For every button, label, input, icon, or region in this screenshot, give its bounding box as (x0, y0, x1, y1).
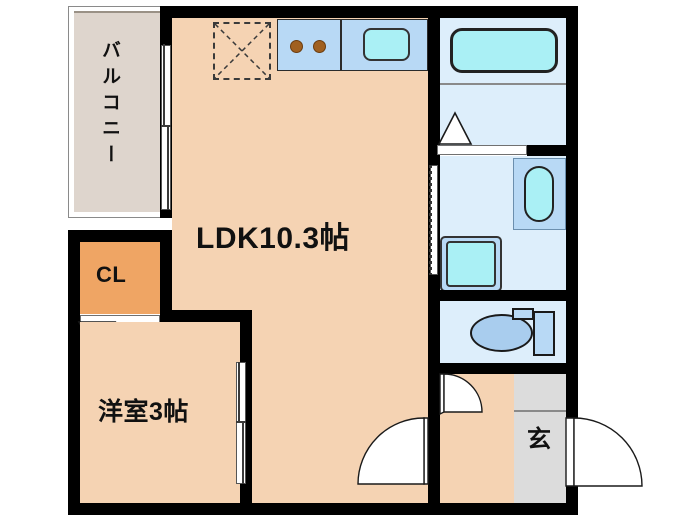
wall-left-lower (68, 230, 80, 515)
wall-closet-top (68, 230, 172, 242)
room-closet (80, 242, 160, 314)
bedroom-label: 洋室3帖 (98, 398, 189, 426)
balcony-sliding-door-rail-2 (167, 126, 169, 210)
closet-label: CL (96, 262, 127, 287)
bathroom-tub-divider (440, 83, 566, 85)
stove-burner-right (313, 40, 326, 53)
bedroom-sliding-door-mid (236, 421, 246, 423)
entrance-door[interactable] (565, 417, 658, 490)
kitchen-stove-counter (277, 19, 341, 71)
wall-right (566, 6, 578, 388)
balcony-outline-left (68, 6, 69, 218)
appliance-space-icon (213, 22, 271, 80)
balcony-rail-1 (74, 11, 160, 13)
bathroom-door-opening (437, 145, 527, 155)
room-balcony (74, 12, 160, 212)
hall-door-to-washroom[interactable] (439, 373, 496, 416)
toilet-side-panel (533, 311, 555, 356)
bathtub (450, 28, 558, 73)
kitchen-sink-basin (363, 28, 410, 61)
wall-bedroom-top (160, 310, 252, 322)
balcony-outline-top (68, 6, 173, 7)
bathroom-folding-door[interactable] (437, 111, 473, 145)
bedroom-sliding-door[interactable] (236, 362, 246, 484)
balcony-label: バルコニー (99, 40, 120, 170)
wall-bottom (68, 503, 576, 515)
wall-bath-bottom (527, 145, 578, 156)
toilet-bowl (470, 314, 533, 352)
bedroom-sliding-door-rail (238, 362, 240, 422)
ldk-door[interactable] (357, 417, 430, 488)
genkan-step-line (514, 410, 566, 412)
balcony-sliding-door-rail (163, 44, 165, 126)
balcony-sliding-door[interactable] (161, 45, 171, 210)
wall-hall-left (428, 374, 440, 515)
balcony-sliding-door-mid (161, 125, 171, 127)
wall-closet-right (160, 230, 172, 322)
genkan-label: 玄 (527, 426, 552, 453)
wall-washroom-bottom (428, 290, 578, 301)
balcony-outline-bottom (68, 217, 173, 218)
room-genkan (514, 374, 566, 503)
ldk-label: LDK10.3帖 (196, 222, 351, 255)
stove-burner-left (290, 40, 303, 53)
wall-top (160, 6, 578, 18)
wall-toilet-bottom (428, 363, 578, 374)
vanity-basin (524, 166, 554, 222)
room-bedroom (80, 322, 240, 503)
bedroom-sliding-door-rail-2 (242, 422, 244, 484)
washroom-door-track (429, 165, 432, 275)
toilet-tank (512, 308, 534, 320)
washing-machine-pan-inner (446, 241, 496, 287)
